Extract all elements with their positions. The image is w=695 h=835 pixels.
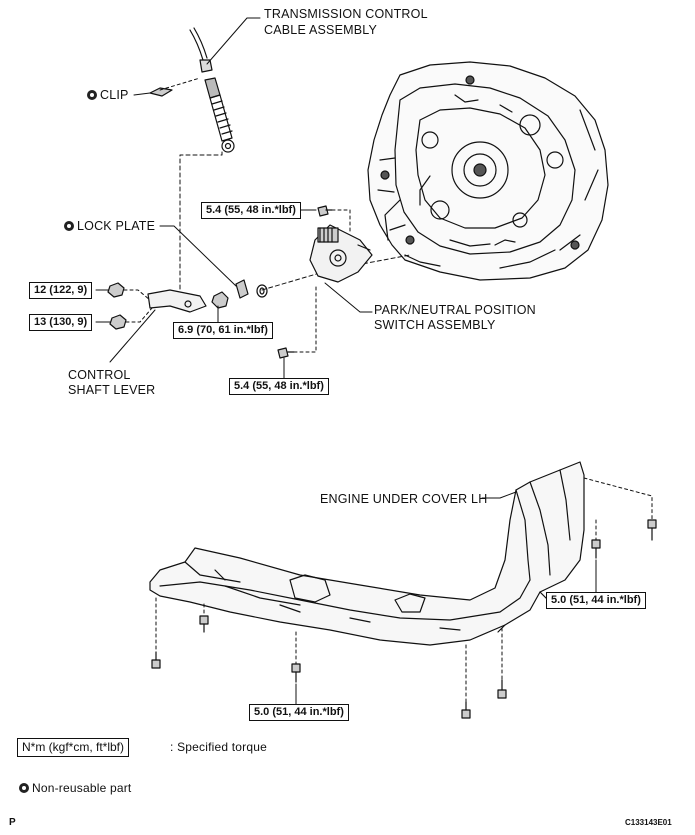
legend-nonreusable: Non-reusable part [19,781,131,796]
bolt-icon [461,701,471,719]
legend-torque-unit: N*m (kgf*cm, ft*lbf) [17,738,130,757]
engine-under-cover-icon [149,461,585,646]
bolt-icon [317,205,329,217]
clip-label-text: CLIP [100,88,129,102]
transaxle-housing-icon [367,61,609,281]
clip-icon [149,87,173,97]
clip-label: CLIP [87,88,129,103]
bolt-icon [497,679,507,699]
bolt-icon [647,519,657,541]
switch-label-line1: PARK/NEUTRAL POSITION [374,303,536,317]
torque-cover-right: 5.0 (51, 44 in.*lbf) [546,592,646,609]
transmission-cable-icon [189,27,235,153]
control-shaft-lever-icon [147,289,207,313]
torque-69: 6.9 (70, 61 in.*lbf) [173,322,273,339]
lever-label-line2: SHAFT LEVER [68,383,156,397]
bolt-icon [151,651,161,669]
non-reusable-icon [87,90,97,100]
non-reusable-icon [64,221,74,231]
non-reusable-icon [19,783,29,793]
footer-right: C133143E01 [625,818,672,827]
bolt-icon [277,347,289,359]
cable-label-line1: TRANSMISSION CONTROL [264,7,428,21]
lock-plate-icon [235,279,249,299]
lever-label-line1: CONTROL [68,368,131,382]
torque-12: 12 (122, 9) [29,282,93,299]
park-neutral-switch-icon [309,224,373,283]
torque-cover-bottom: 5.0 (51, 44 in.*lbf) [249,704,349,721]
legend-nonreusable-text: Non-reusable part [32,781,132,795]
bolt-icon [591,539,601,559]
legend-torque-desc: : Specified torque [170,740,267,754]
under-cover-label: ENGINE UNDER COVER LH [320,492,488,506]
torque-switch-top: 5.4 (55, 48 in.*lbf) [201,202,301,219]
washer-icon [256,284,268,298]
lock-plate-label-text: LOCK PLATE [77,219,156,233]
torque-switch-bottom: 5.4 (55, 48 in.*lbf) [229,378,329,395]
footer-left: P [9,817,16,828]
torque-13: 13 (130, 9) [29,314,93,331]
bolt-icon [291,663,301,683]
nut-icon [109,314,127,330]
switch-label-line2: SWITCH ASSEMBLY [374,318,496,332]
lock-plate-label: LOCK PLATE [64,219,155,234]
nut-icon [107,282,125,298]
bolt-icon [199,615,209,633]
cable-label-line2: CABLE ASSEMBLY [264,23,378,37]
nut-icon [211,291,229,309]
